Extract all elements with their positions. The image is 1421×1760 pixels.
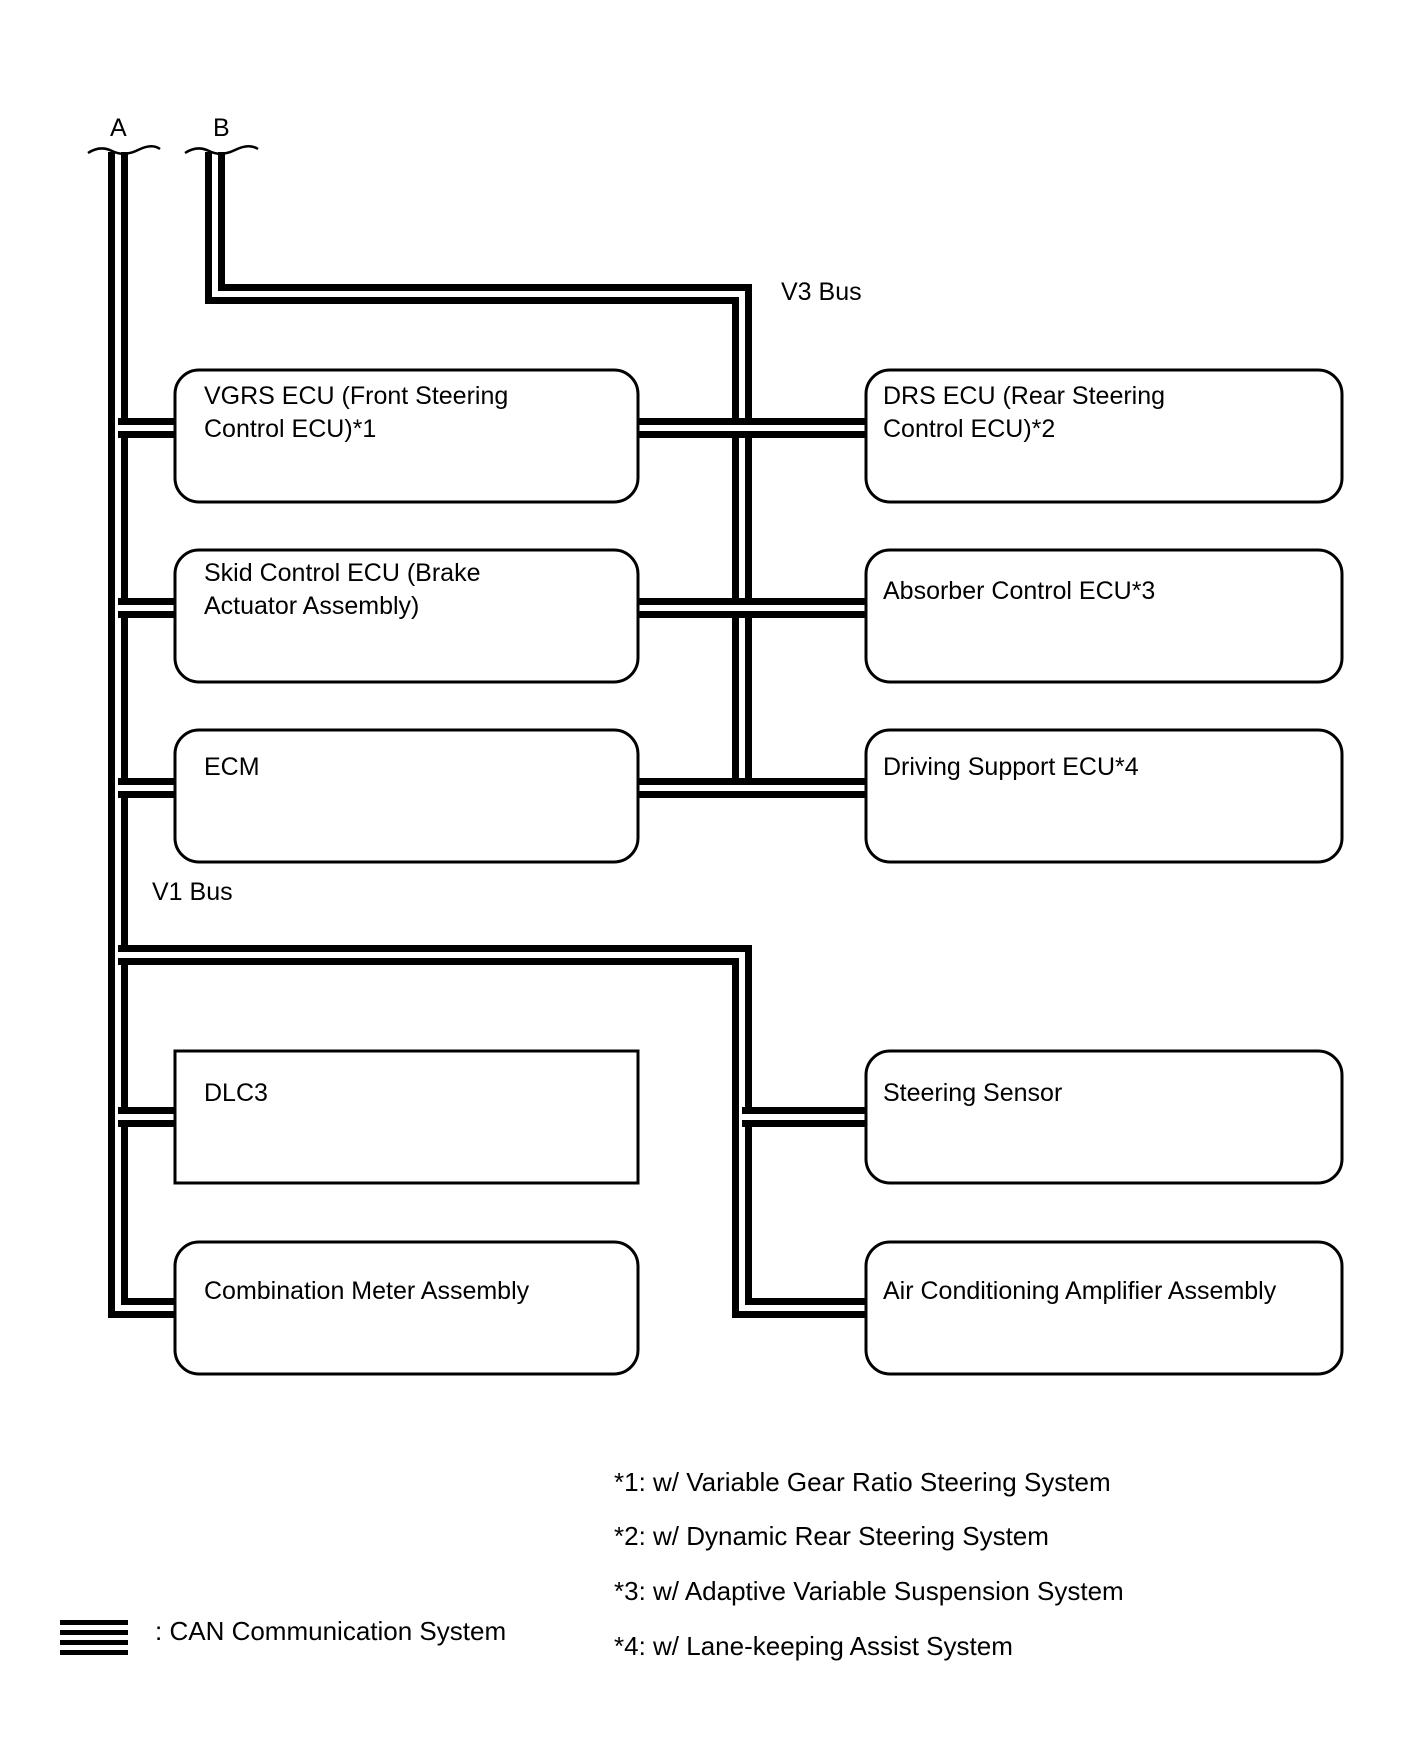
bus-a-label: A: [110, 114, 127, 142]
component-boxes: [173, 368, 1344, 1376]
combination-meter-box: [173, 1240, 640, 1376]
air-conditioning-amplifier-label: Air Conditioning Amplifier Assembly: [883, 1277, 1277, 1305]
drs-ecu-label: DRS ECU (Rear Steering Control ECU)*2: [883, 382, 1166, 443]
footnote-1: *1: w/ Variable Gear Ratio Steering Syst…: [614, 1467, 1111, 1497]
ecm-box: [173, 728, 640, 864]
skid-control-ecu-box: [173, 548, 640, 684]
footnote-3: *3: w/ Adaptive Variable Suspension Syst…: [614, 1576, 1124, 1606]
driving-support-ecu-label: Driving Support ECU*4: [883, 753, 1139, 781]
ecm-label: ECM: [204, 753, 260, 781]
v1-branch-right-gap: [118, 952, 866, 1311]
bus-b-label: B: [213, 114, 230, 142]
can-bus-wiring: [108, 152, 866, 1318]
dlc3-box: [173, 1049, 640, 1185]
vgrs-ecu-box: [173, 368, 640, 504]
dlc3-label: DLC3: [204, 1079, 268, 1107]
v1-bus-trunk-gap: [115, 152, 175, 1311]
absorber-control-ecu-label: Absorber Control ECU*3: [883, 577, 1156, 605]
legend-label: : CAN Communication System: [155, 1616, 507, 1646]
bus-b-break-mark: [184, 145, 259, 155]
absorber-control-ecu-box: [864, 548, 1344, 684]
air-conditioning-amplifier-box: [864, 1240, 1344, 1376]
legend-symbol: [60, 1620, 128, 1655]
v1-bus-label: V1 Bus: [152, 878, 233, 906]
v3-bus-trunk-gap: [212, 152, 745, 788]
skid-control-ecu-label: Skid Control ECU (Brake Actuator Assembl…: [204, 559, 481, 620]
v1-bus-trunk: [108, 152, 175, 1318]
footnote-4: *4: w/ Lane-keeping Assist System: [614, 1631, 1013, 1661]
footnote-2: *2: w/ Dynamic Rear Steering System: [614, 1521, 1049, 1551]
combination-meter-label: Combination Meter Assembly: [204, 1277, 530, 1305]
vgrs-ecu-label: VGRS ECU (Front Steering Control ECU)*1: [204, 382, 509, 443]
drs-ecu-box: [864, 368, 1344, 504]
v3-bus-label: V3 Bus: [781, 278, 862, 306]
steering-sensor-label: Steering Sensor: [883, 1079, 1063, 1107]
bus-a-break-mark: [87, 145, 161, 155]
steering-sensor-box: [864, 1049, 1344, 1185]
driving-support-ecu-box: [864, 728, 1344, 864]
